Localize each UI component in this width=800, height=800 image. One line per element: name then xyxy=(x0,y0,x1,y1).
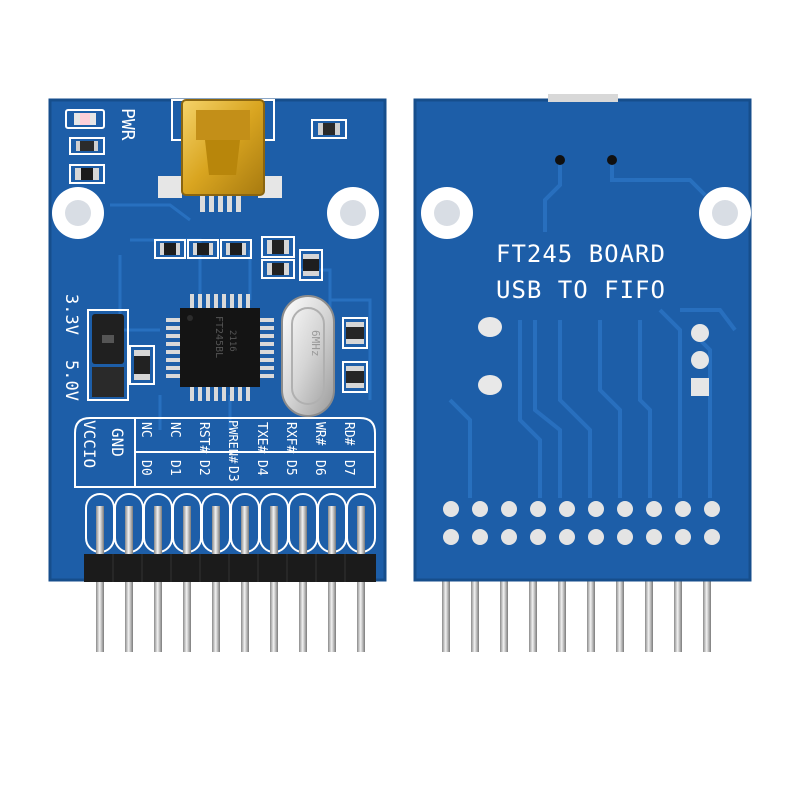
back-traces xyxy=(448,160,737,498)
front-mount-hole-right xyxy=(327,187,379,239)
front-board: PWR xyxy=(48,98,387,652)
pin-label-nc-1: NC xyxy=(138,422,153,438)
gnd-label: GND xyxy=(108,428,127,457)
pin-label-rst: RST# xyxy=(196,422,211,453)
smd-parts-top-left xyxy=(69,137,105,184)
back-board: FT245 BOARD USB TO FIFO xyxy=(413,94,752,652)
front-header-plastic xyxy=(84,554,376,582)
pin-label-nc-2: NC xyxy=(167,422,182,438)
front-header-pins xyxy=(96,580,365,652)
pin-label-d1: D1 xyxy=(167,460,182,476)
back-jumper-pads xyxy=(691,324,709,396)
smd-jumper-side xyxy=(129,345,155,385)
pin-labels-top: NC NC RST# PWREN# TXE# RXF# WR# RD# xyxy=(138,420,356,464)
voltage-jumper xyxy=(87,309,129,401)
smd-row-mid xyxy=(154,236,323,281)
chip-marking-line2: 2116 xyxy=(227,330,237,352)
back-pcb xyxy=(415,100,750,580)
pin-label-d6: D6 xyxy=(312,460,327,476)
pin-label-d3: D3 xyxy=(225,466,240,482)
front-mount-hole-left xyxy=(52,187,104,239)
pin-label-d5: D5 xyxy=(283,460,298,476)
front-bent-pins xyxy=(96,506,365,562)
back-mount-hole-left xyxy=(421,187,473,239)
usb-edge-back xyxy=(548,94,618,102)
pin-label-rd: RD# xyxy=(341,422,356,446)
voltage-5v0-label: 5.0V xyxy=(61,360,81,401)
voltage-3v3-label: 3.3V xyxy=(61,294,81,335)
back-pad-lower xyxy=(478,375,502,395)
pin-label-txe: TXE# xyxy=(254,422,269,453)
pin-label-pwren: PWREN# xyxy=(226,420,240,464)
back-mount-hole-right xyxy=(699,187,751,239)
pin-label-d2: D2 xyxy=(196,460,211,476)
pwr-label: PWR xyxy=(117,108,138,141)
back-header-pins xyxy=(442,580,711,652)
back-pin-pads xyxy=(443,501,720,545)
pwr-led xyxy=(65,109,105,129)
back-pad-upper xyxy=(478,317,502,337)
smd-capacitor-top-right xyxy=(311,119,347,139)
smd-caps-crystal xyxy=(342,317,368,393)
pin-label-d0: D0 xyxy=(138,460,153,476)
pin-label-rxf: RXF# xyxy=(283,422,298,453)
pin-label-d7: D7 xyxy=(341,460,356,476)
pin-label-wr: WR# xyxy=(312,422,327,446)
mini-usb-connector xyxy=(158,99,282,212)
pin-label-d4: D4 xyxy=(254,460,269,476)
pin-labels-bottom: D0 D1 D2 D3 D4 D5 D6 D7 xyxy=(138,460,356,482)
back-title-line1: FT245 BOARD xyxy=(496,240,666,268)
chip-marking-line1: FT245BL xyxy=(213,316,224,358)
crystal-marking: 6MHz xyxy=(309,330,322,357)
ft245-chip: FT245BL 2116 xyxy=(166,294,274,401)
crystal-oscillator: 6MHz xyxy=(281,295,335,417)
back-title-line2: USB TO FIFO xyxy=(496,276,666,304)
pin-label-box xyxy=(74,417,376,488)
vccio-label: VCCIO xyxy=(80,420,99,468)
